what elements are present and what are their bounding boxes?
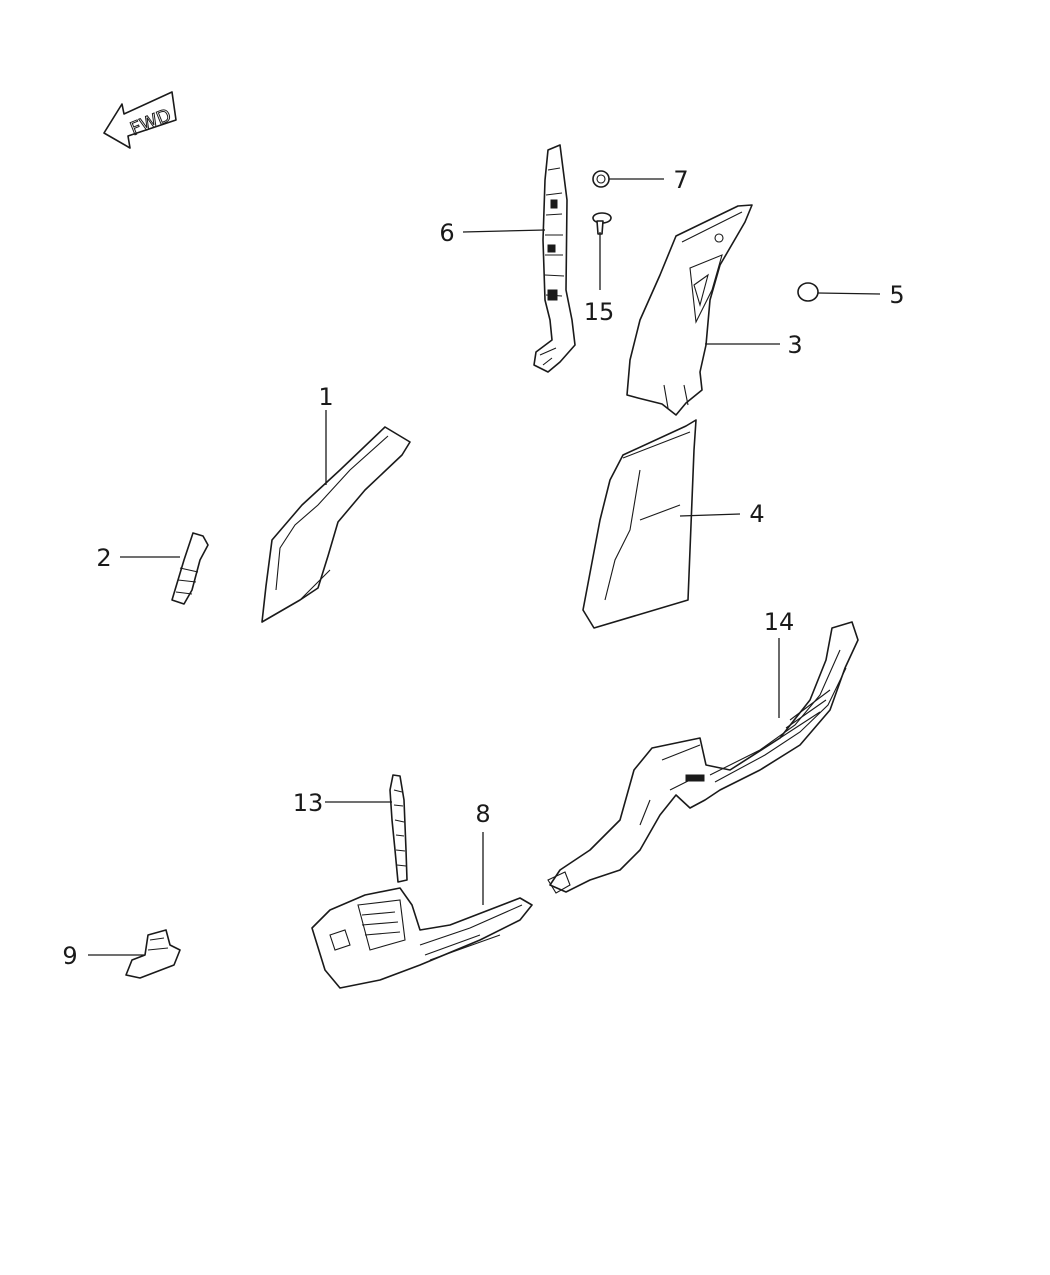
plug-part[interactable]	[797, 282, 819, 302]
forward-arrow-icon: FWD	[103, 91, 177, 149]
b-pillar-upper-trim-part[interactable]	[626, 204, 753, 416]
leader-4	[679, 513, 741, 517]
front-sill-scuff-plate-part[interactable]	[311, 887, 533, 989]
leader-lines	[88, 178, 881, 956]
bracket-part[interactable]	[533, 144, 576, 373]
fwd-label: FWD	[127, 105, 174, 140]
callout-1: 1	[318, 383, 333, 411]
a-pillar-trim-part[interactable]	[261, 426, 411, 623]
callout-9: 9	[62, 942, 77, 970]
b-pillar-lower-trim-part[interactable]	[582, 419, 697, 629]
callout-2: 2	[96, 544, 111, 572]
leader-6	[462, 229, 546, 233]
callout-4: 4	[749, 500, 764, 528]
rear-sill-scuff-plate-part[interactable]	[547, 621, 859, 894]
callout-15: 15	[584, 298, 615, 326]
callout-14: 14	[764, 608, 795, 636]
leader-5	[817, 292, 881, 295]
callout-8: 8	[475, 800, 490, 828]
callout-5: 5	[889, 281, 904, 309]
reinforcement-part[interactable]	[389, 774, 408, 883]
clip-9-part[interactable]	[125, 929, 181, 979]
callout-3: 3	[787, 331, 802, 359]
callout-13: 13	[293, 789, 324, 817]
callout-labels: 1 2 3 4 5 6 7 8 9 13 14 15	[62, 166, 904, 970]
screw-part[interactable]	[592, 212, 612, 235]
callout-6: 6	[439, 219, 454, 247]
clip-2-part[interactable]	[171, 532, 209, 605]
nut-part[interactable]	[592, 170, 610, 188]
callout-7: 7	[673, 166, 688, 194]
